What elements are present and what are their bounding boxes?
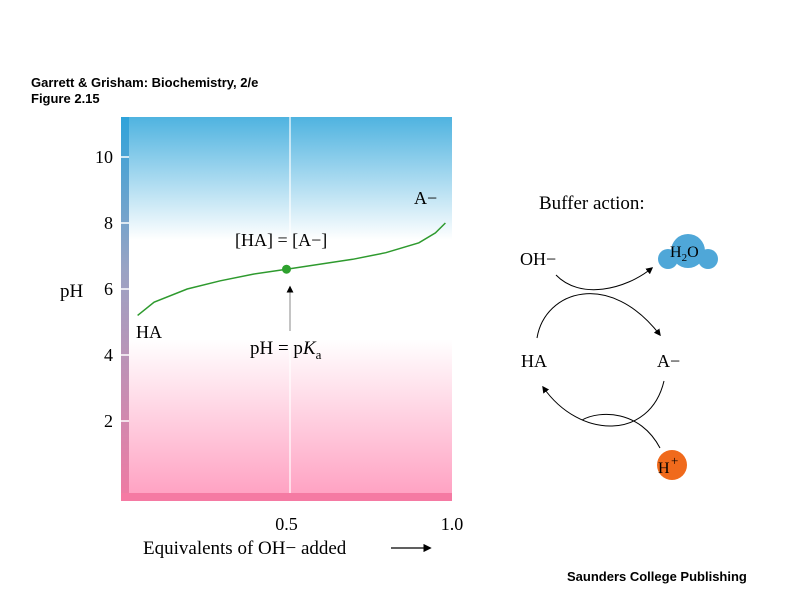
x-axis-label: Equivalents of OH− added [143,538,347,559]
y-tick-label: 2 [104,411,113,431]
x-tick-label: 1.0 [441,514,464,534]
water-molecule-icon: H2O [658,234,718,269]
oh-label: OH− [520,249,556,269]
midpoint-label: [HA] = [A−] [235,230,327,250]
cycle-ha-label: HA [521,351,547,371]
cycle-arc-bottom [542,380,665,427]
y-axis-label: pH [60,281,84,302]
plot-background [121,117,452,501]
y-tick-group: 2 4 6 8 10 [95,147,129,431]
figure-caption-number: Figure 2.15 [31,91,100,106]
oh-to-water-arrow [555,267,654,291]
pka-label: pH = pKa [250,338,322,362]
y-tick-label: 6 [104,279,113,299]
x-axis-bar [121,493,452,501]
proton-in-arrow [581,413,661,449]
x-tick-label: 0.5 [275,514,298,534]
y-tick-label: 8 [104,213,113,233]
midpoint-marker [282,264,291,274]
cycle-arc-top [536,293,661,339]
buffer-title: Buffer action: [539,193,645,214]
y-axis-bar [121,117,129,501]
start-label-ha: HA [136,322,162,342]
figure-caption-title: Garrett & Grisham: Biochemistry, 2/e [31,75,259,90]
end-label-a-minus: A− [414,188,437,208]
y-tick-label: 4 [104,345,113,365]
cycle-a-minus-label: A− [657,351,680,371]
x-tick-group: 0.5 1.0 [275,514,463,534]
svg-text:+: + [671,453,678,468]
svg-text:H: H [658,460,670,477]
publisher-credit: Saunders College Publishing [567,569,747,584]
titration-curve [137,222,446,316]
svg-text:H2O: H2O [670,244,699,264]
proton-icon: H + [657,450,687,480]
y-tick-label: 10 [95,147,113,167]
